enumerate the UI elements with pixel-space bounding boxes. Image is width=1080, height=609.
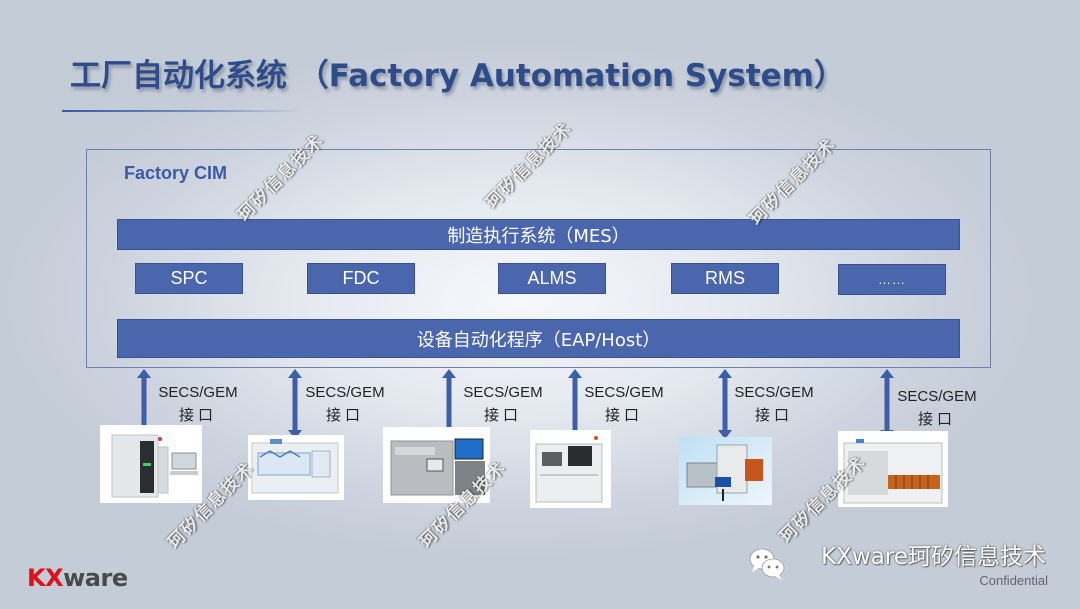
interface-text: 接口 <box>325 406 364 424</box>
interface-label: SECS/GEM 接口 <box>582 382 666 426</box>
interface-protocol: SECS/GEM <box>584 384 664 401</box>
interface-label: SECS/GEM 接口 <box>732 382 816 426</box>
interface-protocol: SECS/GEM <box>897 388 977 405</box>
equipment-image-1 <box>100 425 202 503</box>
mes-bar: 制造执行系统（MES） <box>117 219 960 250</box>
interface-protocol: SECS/GEM <box>305 384 385 401</box>
factory-cim-frame <box>86 149 991 368</box>
interface-protocol: SECS/GEM <box>734 384 814 401</box>
module-more: …… <box>838 264 946 295</box>
interface-text: 接口 <box>754 406 793 424</box>
interface-protocol: SECS/GEM <box>158 384 238 401</box>
double-arrow-icon <box>442 369 456 439</box>
interface-label: SECS/GEM 接口 <box>303 382 387 426</box>
double-arrow-icon <box>288 369 302 439</box>
wechat-icon <box>748 547 786 581</box>
logo-kx: KX <box>27 564 64 592</box>
equipment-image-5 <box>679 437 772 505</box>
footer-brand: KXware珂矽信息技术 <box>821 544 1046 570</box>
module-fdc: FDC <box>307 263 415 294</box>
kxware-logo: KXware <box>27 564 128 592</box>
logo-ware: ware <box>63 564 128 592</box>
double-arrow-icon <box>880 369 894 439</box>
eap-bar: 设备自动化程序（EAP/Host） <box>117 319 960 358</box>
interface-text: 接口 <box>483 406 522 424</box>
interface-label: SECS/GEM 接口 <box>156 382 240 426</box>
interface-label: SECS/GEM 接口 <box>895 386 979 430</box>
module-alms: ALMS <box>498 263 606 294</box>
interface-protocol: SECS/GEM <box>463 384 543 401</box>
confidential-label: Confidential <box>979 573 1048 588</box>
interface-text: 接口 <box>604 406 643 424</box>
equipment-image-3 <box>383 427 490 503</box>
title-underline <box>62 110 302 112</box>
double-arrow-icon <box>718 369 732 439</box>
factory-cim-label: Factory CIM <box>124 163 228 183</box>
module-spc: SPC <box>135 263 243 294</box>
interface-label: SECS/GEM 接口 <box>461 382 545 426</box>
module-rms: RMS <box>671 263 779 294</box>
equipment-image-2 <box>248 435 344 500</box>
interface-text: 接口 <box>917 410 956 428</box>
equipment-image-6 <box>838 431 948 507</box>
equipment-image-4 <box>530 430 611 508</box>
page-title: 工厂自动化系统 （Factory Automation System） <box>70 58 845 94</box>
interface-text: 接口 <box>178 406 217 424</box>
double-arrow-icon <box>568 369 582 439</box>
double-arrow-icon <box>137 369 151 439</box>
